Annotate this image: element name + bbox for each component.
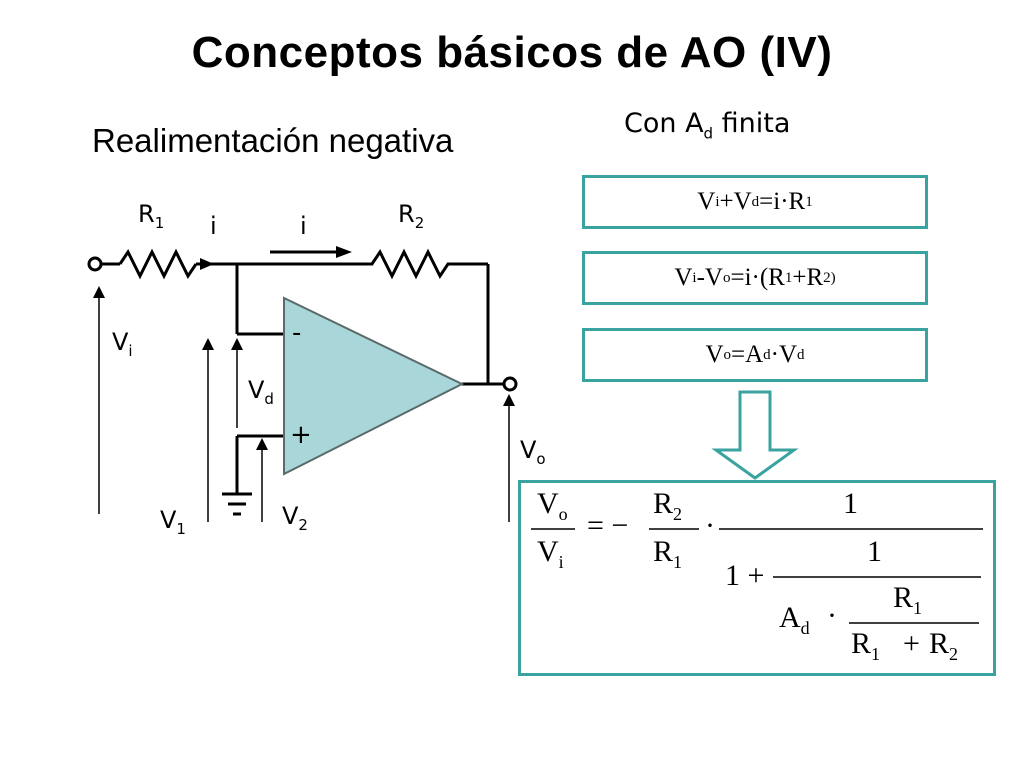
label-vi: Vi [112,328,133,360]
equation-3-part-3: d [763,346,771,363]
equation-2-part-2: -V [696,264,723,291]
output-terminal [502,376,518,392]
equals-minus: = − [587,509,629,542]
lhs-denominator: Vi [537,535,564,572]
equation-1-part-5: 1 [805,193,813,210]
equation-2-part-5: 1 [784,269,793,286]
resistor-r2 [352,248,488,280]
v1-arrow-head [202,338,214,350]
fraction-bars [531,528,983,624]
rr-denominator-plus: + [903,627,920,660]
label-vd: Vd [248,376,274,408]
label-v1: V1 [160,506,186,538]
multiply-dot: · [705,509,715,542]
slide-subtitle: Realimentación negativa [92,122,454,159]
equation-2-part-0: V [674,264,693,291]
note-prefix: Con A [624,108,704,139]
rr-denominator-r1: R1 [851,627,881,664]
label-vo: Vo [520,436,546,468]
equation-1-part-2: +V [719,188,752,215]
label-r1: R1 [138,200,165,232]
equation-1-part-1: i [715,193,720,210]
label-current-2: i [300,212,307,240]
equation-1-part-4: =i·R [759,188,806,215]
ad-term: Ad [779,601,810,638]
equation-2-part-1: i [692,269,697,286]
label-r2: R2 [398,200,425,232]
equation-3-part-0: V [705,341,724,368]
equation-3-part-2: =A [731,341,764,368]
rr-numerator: R1 [893,581,923,618]
result-formula-box: Vo Vi = − R2 R1 · 1 1 1 + Ad · R1 R1 + R… [518,480,996,676]
vd-arrow-head [231,338,243,350]
slide-title: Conceptos básicos de AO (IV) [191,28,833,77]
note-suffix: finita [713,108,791,139]
equation-3-part-4: ·V [770,341,798,368]
ground-icon [222,492,252,516]
equation-2-part-6: +R [792,264,824,291]
finite-gain-note: Con Ad finita [624,108,790,142]
ratio-denominator: R1 [653,535,683,572]
label-inverting: - [292,318,302,348]
down-arrow-icon [711,390,799,480]
rr-denominator-r2: R2 [929,627,959,664]
label-noninverting: + [290,420,312,450]
one-plus: 1 + [725,559,765,592]
input-terminal [87,256,103,272]
equation-1-part-0: V [697,188,716,215]
v2-arrow-head [256,438,268,450]
current-arrow-head-2 [336,246,352,258]
resistor-r1 [118,248,198,280]
label-current-1: i [210,212,217,240]
main-numerator-one: 1 [843,487,858,520]
equation-3-part-5: d [797,346,805,363]
note-sub: d [703,124,714,143]
ratio-numerator: R2 [653,487,683,524]
equation-2-part-3: o [722,269,731,286]
inner-numerator-one: 1 [867,535,882,568]
label-v2: V2 [282,502,308,534]
lhs-numerator: Vo [537,487,568,524]
equation-1-part-3: d [751,193,760,210]
equation-2-part-7: 2) [823,269,836,286]
vi-arrow-head [93,286,105,298]
opamp-triangle [283,296,465,476]
equation-3-part-1: o [723,346,732,363]
equation-2-part-4: =i·(R [730,264,785,291]
current-arrow-head-1 [200,258,214,270]
multiply-dot-2: · [827,599,837,632]
vo-arrow-head [503,394,515,406]
